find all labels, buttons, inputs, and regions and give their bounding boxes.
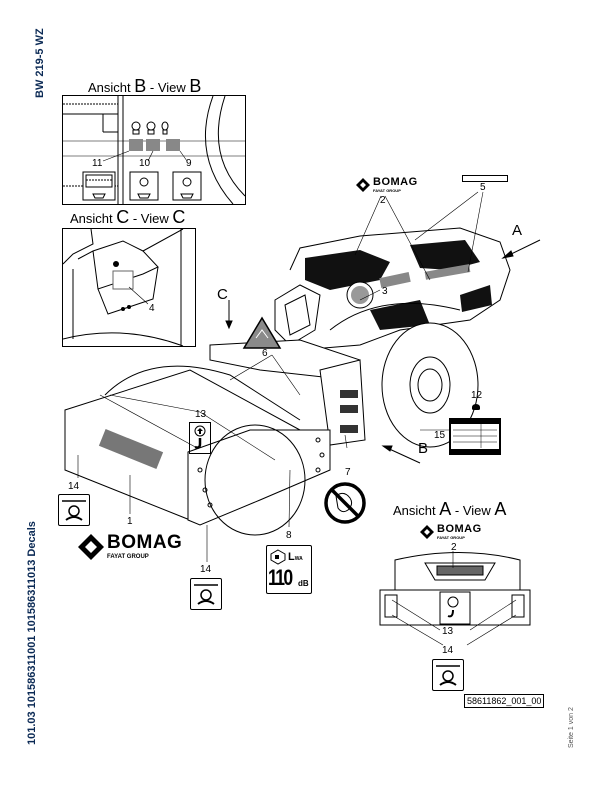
callout-1: 1: [127, 516, 133, 527]
direction-arrows: [225, 239, 541, 464]
drawing-number: 58611862_001_00: [464, 694, 545, 708]
view-c-panel: [62, 228, 196, 347]
lifting-point-decal: [189, 422, 211, 454]
callout-9: 9: [186, 158, 192, 169]
warning-triangle-decal: [242, 316, 282, 349]
callout-5: 5: [480, 182, 486, 193]
decal-2-location: [379, 271, 411, 289]
decal-5-strip: [462, 175, 508, 182]
prohibition-decal: [324, 482, 366, 524]
decal-5-location: [424, 264, 471, 280]
hood-window-left: [305, 250, 390, 290]
operator-seat: [274, 284, 321, 346]
callout-15: 15: [434, 430, 446, 441]
view-b-title: Ansicht B - View B: [88, 76, 202, 96]
tie-down-decal-view-a: [432, 659, 464, 691]
callout-12: 12: [471, 390, 483, 401]
sound-icon: [270, 549, 286, 565]
callout-7: 7: [345, 467, 351, 478]
noise-symbol: L: [288, 551, 295, 563]
callout-a-13: 13: [442, 626, 454, 637]
callout-10: 10: [139, 158, 151, 169]
tie-down-decal-left: [58, 494, 90, 526]
callout-11: 11: [92, 158, 103, 169]
view-arrow-a-label: A: [512, 222, 523, 239]
callout-8: 8: [286, 530, 292, 541]
id-plate-decal: [449, 418, 501, 455]
view-c-drawing: [63, 229, 184, 346]
noise-unit: dB: [298, 579, 309, 588]
callout-a-2: 2: [451, 542, 457, 553]
bomag-logo-view-a: BOMAG FAYAT GROUP: [420, 523, 482, 540]
view-b-panel: [62, 95, 246, 205]
view-arrow-c-label: C: [217, 286, 228, 303]
view-a-lift-decal: [439, 591, 471, 625]
callout-3: 3: [382, 286, 388, 297]
decal-4-location: [112, 270, 134, 290]
callout-4: 4: [149, 303, 155, 314]
callout-14-bottom: 14: [200, 564, 212, 575]
decal-10: [129, 171, 159, 201]
steps: [319, 359, 366, 446]
tie-down-decal-bottom: [190, 578, 222, 610]
decal-11-location: [129, 139, 143, 151]
callout-14-left: 14: [68, 481, 80, 492]
view-c-title: Ansicht C - View C: [70, 207, 186, 227]
hood-window-right: [410, 240, 480, 270]
decal-10-location: [146, 139, 160, 151]
noise-level-decal: LWA 110 dB: [266, 545, 312, 594]
drum-side-plate: [187, 429, 331, 526]
callout-a-14: 14: [442, 645, 454, 656]
callout-2: 2: [380, 195, 386, 206]
bomag-logo-top: BOMAG FAYAT GROUP: [356, 176, 418, 193]
noise-value: 110: [268, 565, 293, 590]
decal-1-location: [98, 429, 164, 469]
bomag-logo-large: BOMAG FAYAT GROUP: [78, 533, 182, 561]
view-arrow-b-label: B: [418, 440, 429, 457]
noise-sub: WA: [294, 556, 303, 562]
decal-9-location: [166, 139, 180, 151]
bulb-icons: [131, 121, 169, 135]
view-a-drawing: [379, 552, 531, 626]
callout-13: 13: [195, 409, 207, 420]
view-b-drawing: [63, 96, 245, 204]
decal-12: [472, 404, 480, 410]
view-a-title: Ansicht A - View A: [393, 499, 507, 519]
callout-6: 6: [262, 348, 268, 359]
